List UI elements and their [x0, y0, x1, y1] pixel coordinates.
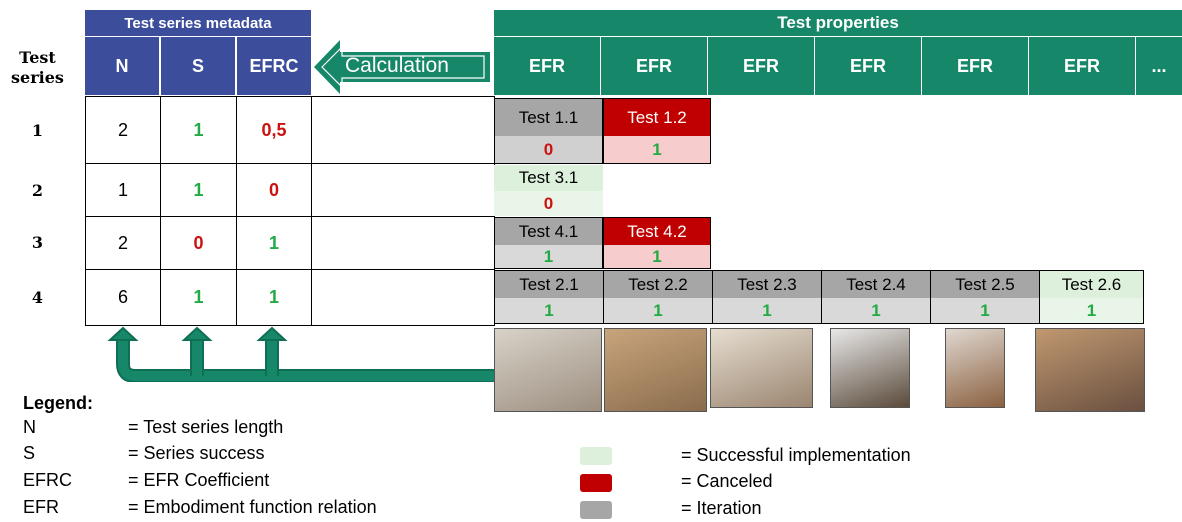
metadata-col-n: N	[85, 37, 160, 95]
test-box: Test 4.1 1	[494, 217, 603, 269]
cell-s: 1	[160, 269, 237, 326]
cell-efrc: 0	[236, 163, 312, 217]
test-value: 1	[604, 298, 712, 323]
series-label: 1	[31, 121, 44, 140]
feedback-arrows	[107, 326, 494, 382]
properties-columns: EFR EFR EFR EFR EFR EFR ...	[494, 37, 1182, 95]
series-label: 4	[31, 287, 44, 307]
metadata-col-s: S	[161, 37, 236, 95]
test-name: Test 4.1	[495, 218, 602, 245]
properties-title: Test properties	[494, 10, 1182, 36]
legend-desc: = Embodiment function relation	[128, 497, 377, 517]
efr-column-header: EFR	[601, 37, 708, 95]
cell-n: 2	[85, 96, 161, 164]
legend-key: N	[23, 417, 36, 437]
test-row-4: Test 2.1 1 Test 2.2 1 Test 2.3 1 Test 2.…	[494, 270, 1144, 324]
test-name: Test 2.1	[495, 271, 603, 298]
test-box: Test 2.3 1	[713, 271, 822, 323]
cell-blank	[311, 163, 495, 217]
legend-desc: = Canceled	[681, 471, 773, 491]
efr-column-header: EFR	[922, 37, 1029, 95]
test-box: Test 2.2 1	[604, 271, 713, 323]
more-columns-header: ...	[1136, 37, 1182, 95]
cell-n: 2	[85, 216, 161, 270]
series-label: 2	[31, 180, 44, 200]
test-value: 1	[495, 245, 602, 268]
test-box: Test 2.6 1	[1040, 271, 1143, 323]
test-name: Test 2.3	[713, 271, 821, 298]
cell-efrc: 1	[236, 216, 312, 270]
cell-s: 1	[160, 163, 237, 217]
cell-blank	[311, 96, 495, 164]
legend-swatch-iteration	[580, 501, 612, 519]
efr-column-header: EFR	[815, 37, 922, 95]
test-name: Test 1.1	[495, 99, 602, 136]
test-name: Test 2.2	[604, 271, 712, 298]
legend-swatch-successful	[580, 447, 612, 465]
efr-column-header: EFR	[1029, 37, 1136, 95]
test-value: 1	[713, 298, 821, 323]
test-name: Test 2.4	[822, 271, 930, 298]
cell-s: 1	[160, 96, 237, 164]
test-series-label: Test series	[11, 47, 64, 87]
test-value: 0	[494, 191, 603, 216]
test-name: Test 4.2	[604, 218, 710, 245]
test-name: Test 2.5	[931, 271, 1039, 298]
prototype-photo	[604, 328, 707, 412]
test-box: Test 2.4 1	[822, 271, 931, 323]
legend-title: Legend:	[23, 393, 93, 413]
metadata-col-efrc: EFRC	[237, 37, 311, 95]
test-name: Test 2.6	[1040, 271, 1143, 298]
efr-column-header: EFR	[494, 37, 601, 95]
cell-efrc: 1	[236, 269, 312, 326]
test-value: 1	[822, 298, 930, 323]
test-value: 1	[604, 245, 710, 268]
series-label: 3	[31, 233, 44, 252]
cell-n: 6	[85, 269, 161, 326]
legend-key: EFR	[23, 497, 59, 517]
cell-s: 0	[160, 216, 237, 270]
test-box: Test 1.2 1	[603, 98, 711, 164]
test-value: 1	[495, 298, 603, 323]
prototype-photo	[494, 328, 602, 412]
test-box: Test 2.1 1	[495, 271, 604, 323]
legend-key: EFRC	[23, 470, 72, 490]
efr-column-header: EFR	[708, 37, 815, 95]
cell-efrc: 0,5	[236, 96, 312, 164]
test-box: Test 1.1 0	[494, 98, 603, 164]
test-name: Test 1.2	[604, 99, 710, 136]
legend-desc: = Test series length	[128, 417, 284, 437]
legend-desc: = EFR Coefficient	[128, 470, 270, 490]
legend-desc: = Successful implementation	[681, 445, 911, 465]
cell-blank	[311, 269, 495, 326]
test-value: 0	[495, 136, 602, 163]
test-name: Test 3.1	[494, 165, 603, 191]
test-value: 1	[931, 298, 1039, 323]
prototype-photo	[1035, 328, 1145, 412]
prototype-photo	[830, 328, 910, 408]
metadata-title: Test series metadata	[85, 10, 311, 36]
calculation-label: Calculation	[345, 54, 449, 77]
calculation-arrow	[314, 40, 490, 94]
prototype-photo	[945, 328, 1005, 408]
prototype-photo	[710, 328, 813, 408]
test-value: 1	[604, 136, 710, 163]
test-box: Test 4.2 1	[603, 217, 711, 269]
legend-swatch-canceled	[580, 474, 612, 492]
test-box: Test 3.1 0	[494, 165, 603, 216]
legend-desc: = Series success	[128, 443, 265, 463]
cell-n: 1	[85, 163, 161, 217]
cell-blank	[311, 216, 495, 270]
legend-key: S	[23, 443, 36, 463]
test-box: Test 2.5 1	[931, 271, 1040, 323]
legend-desc: = Iteration	[681, 498, 762, 518]
test-value: 1	[1040, 298, 1143, 323]
